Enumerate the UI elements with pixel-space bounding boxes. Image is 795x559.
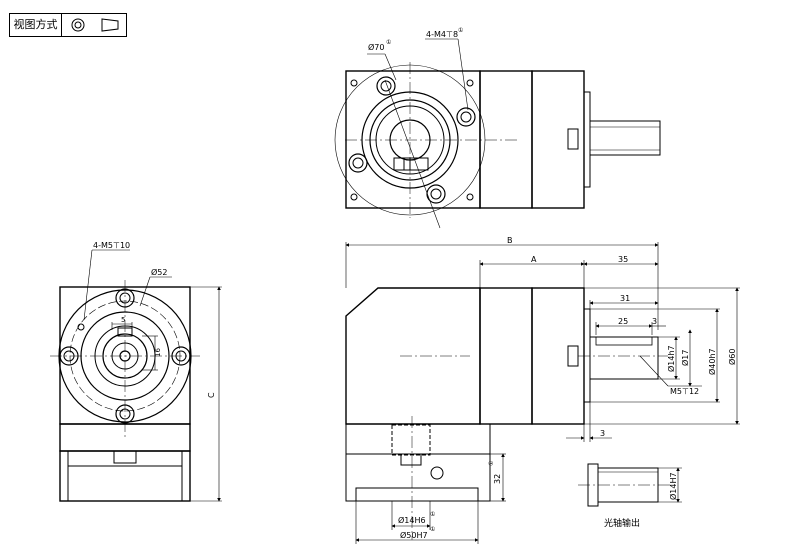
top-motor-block (479, 70, 533, 209)
concentric-circles-icon (71, 18, 85, 32)
d40h7-label: Ø40h7 (707, 348, 717, 375)
dim-32-circle-mark: ① (488, 461, 495, 466)
detail-caption: 光轴输出 (604, 517, 640, 529)
side-keyway (595, 336, 653, 346)
d70-label: Ø70 (368, 42, 384, 52)
d70-leader (384, 79, 441, 229)
m5-thread-label: 4-M5⊤10 (93, 241, 130, 250)
dim-25-label: 25 (618, 317, 628, 326)
d60-label: Ø60 (727, 349, 737, 365)
d14h7-label: Ø14h7 (666, 345, 676, 372)
side-view (345, 242, 740, 544)
top-view (334, 38, 661, 229)
side-motor-block (479, 287, 533, 425)
view-mode-toolbar: 视图方式 (9, 13, 127, 37)
dim-3-top-label: 3 (652, 317, 657, 326)
d50h7-circle-mark: ① (430, 526, 435, 533)
d50h7-label: Ø50H7 (400, 530, 428, 540)
dim-31-label: 31 (620, 294, 630, 303)
dim-5-label: 5 (121, 316, 125, 324)
view-mode-label: 视图方式 (10, 14, 62, 36)
d14h6-label: Ø14H6 (398, 515, 426, 525)
d17-label: Ø17 (680, 350, 690, 366)
left-view (50, 249, 222, 502)
top-shaft (589, 120, 661, 156)
side-gearbox-body (345, 287, 481, 425)
d52-label: Ø52 (151, 267, 167, 277)
side-output-shaft (589, 336, 659, 380)
dim-c-label: C (207, 392, 216, 398)
dim-32-label: 32 (493, 474, 502, 484)
top-flange-block (531, 70, 585, 209)
d14h6-circle-mark: ① (430, 511, 435, 518)
d70-circle-mark: ① (386, 39, 391, 46)
m4-circle-mark: ① (458, 27, 463, 34)
dim-3-bottom-label: 3 (600, 429, 605, 438)
left-base (59, 450, 191, 502)
m4-thread-label: 4-M4⊤8 (426, 30, 458, 39)
trapezoid-view-icon (101, 18, 119, 32)
dim-a-label: A (531, 255, 537, 264)
detail-d14h7-label: Ø14H7 (668, 472, 678, 500)
m5-shaft-label: M5⊤12 (670, 387, 699, 396)
dim-35-label: 35 (618, 255, 628, 264)
dim-b-label: B (507, 236, 513, 245)
top-flange-plate (583, 91, 591, 188)
dim-16-label: 16 (154, 348, 162, 357)
top-key (567, 128, 579, 150)
concentric-view-button[interactable] (62, 14, 94, 36)
side-adapter-block (531, 287, 585, 425)
shaft-detail (578, 463, 682, 507)
side-view-button[interactable] (94, 14, 126, 36)
